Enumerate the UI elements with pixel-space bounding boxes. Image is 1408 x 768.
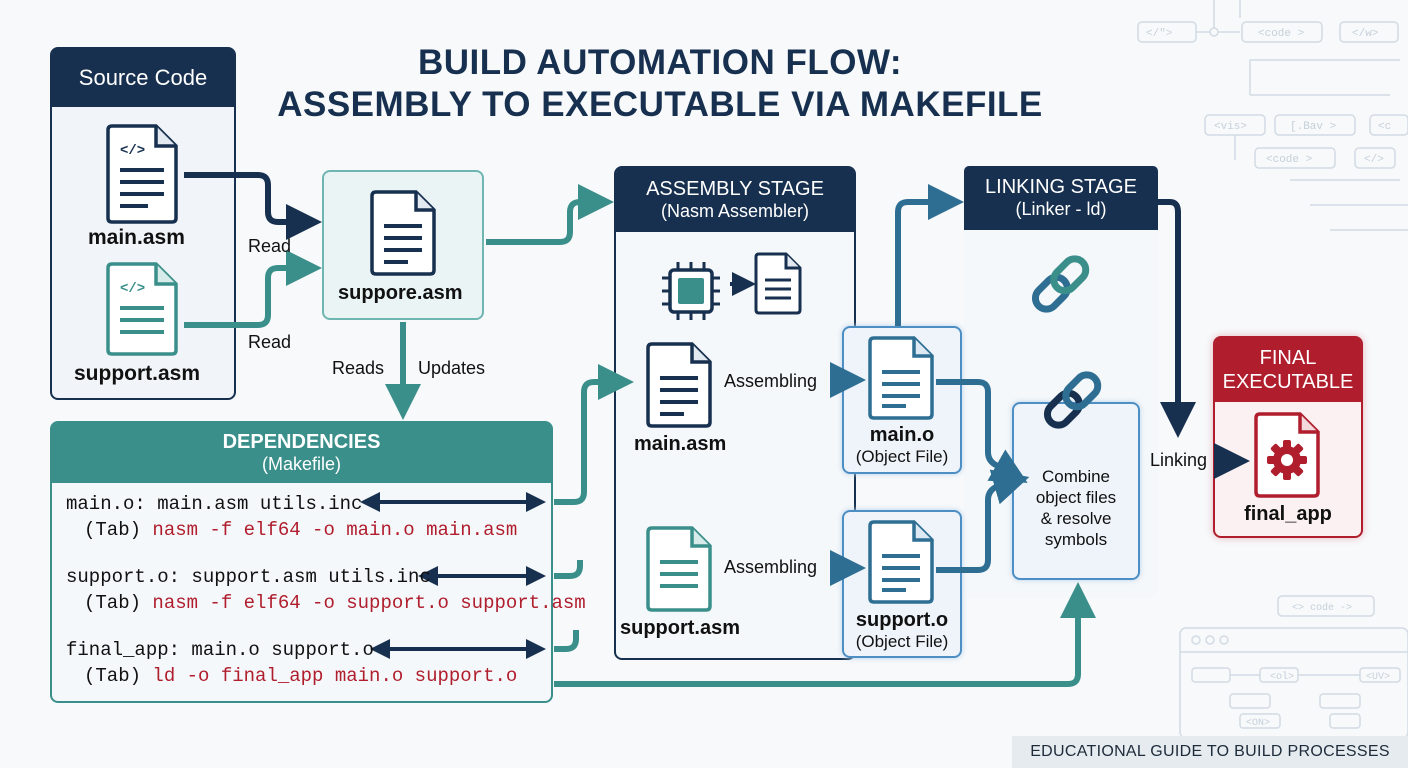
main-o-label: main.o	[869, 424, 935, 446]
main-o-file-icon	[868, 336, 934, 420]
rule-command-main: (Tab) nasm -f elf64 -o main.o main.asm	[84, 519, 517, 541]
combine-line: symbols	[1044, 530, 1108, 549]
rule-tab-marker: (Tab)	[84, 519, 142, 541]
support-asm-stage-icon	[646, 526, 712, 612]
linking-stage-subtitle: (Linker - ld)	[1015, 199, 1107, 219]
rule-target-main: main.o: main.asm utils.inc	[66, 493, 363, 515]
decor-tag: <code >	[1266, 154, 1312, 166]
decor-tag: </w>	[1352, 28, 1378, 40]
dependencies-header: DEPENDENCIES (Makefile)	[52, 423, 551, 483]
decor-tag: <code >	[1258, 28, 1304, 40]
output-file-icon	[754, 252, 802, 315]
support-o-desc: (Object File)	[855, 632, 949, 651]
diagram-title: BUILD AUTOMATION FLOW: ASSEMBLY TO EXECU…	[250, 42, 1070, 126]
combine-line: Combine	[1041, 467, 1111, 486]
reads-label: Reads	[332, 358, 385, 378]
combine-box	[1012, 402, 1140, 580]
linking-stage-title: LINKING STAGE	[985, 176, 1137, 198]
background-code-pattern: </"> <code > </w> <vis> [.Bav > <c <code…	[1137, 0, 1408, 231]
support-o-label: support.o	[855, 609, 949, 631]
svg-text:</>: </>	[120, 143, 145, 159]
background-window-pattern: <> code -> <ol> <UV> <ON>	[1179, 595, 1408, 739]
chain-link-icon	[1043, 371, 1102, 429]
support-asm-source-icon: </>	[106, 262, 178, 356]
assembly-support-asm-label: support.asm	[620, 617, 741, 639]
dep-to-support-asm-arrow	[554, 560, 583, 579]
chip-icon	[662, 262, 720, 320]
decor-tag: <ol>	[1270, 671, 1294, 683]
support-o-file-icon	[868, 520, 934, 604]
assembly-main-asm-label: main.asm	[634, 433, 727, 455]
center-file-label: suppore.asm	[338, 282, 463, 304]
dependencies-subtitle: (Makefile)	[261, 454, 341, 474]
read-arrow-support	[184, 250, 322, 328]
source-code-header: Source Code	[52, 49, 234, 107]
linking-stage-header: LINKING STAGE (Linker - ld)	[964, 166, 1158, 230]
rule-command-support: (Tab) nasm -f elf64 -o support.o support…	[84, 592, 586, 614]
executable-gear-icon	[1254, 412, 1320, 498]
final-executable-header: FINAL EXECUTABLE	[1215, 338, 1361, 402]
decor-tag: [.Bav >	[1290, 121, 1336, 133]
read-label-1: Read	[248, 236, 292, 256]
decor-tag: <vis>	[1214, 121, 1247, 133]
decor-tag: <> code ->	[1292, 602, 1352, 614]
assembly-stage-header: ASSEMBLY STAGE (Nasm Assembler)	[616, 168, 854, 232]
svg-text:</>: </>	[120, 281, 145, 297]
chain-link-icon	[1031, 255, 1090, 313]
final-app-label: final_app	[1244, 503, 1332, 525]
linking-down-arrow	[1158, 199, 1196, 438]
final-title-line-2: EXECUTABLE	[1222, 371, 1354, 393]
updates-label: Updates	[418, 358, 486, 378]
title-line-1: BUILD AUTOMATION FLOW:	[417, 43, 903, 82]
rule-command-final: (Tab) ld -o final_app main.o support.o	[84, 665, 517, 687]
final-title-line-1: FINAL	[1259, 347, 1317, 369]
decor-tag: <ON>	[1246, 718, 1270, 729]
combine-line: & resolve	[1040, 509, 1112, 528]
title-line-2: ASSEMBLY TO EXECUTABLE VIA MAKEFILE	[277, 85, 1043, 124]
rule-command-text: nasm -f elf64 -o support.o support.asm	[152, 592, 586, 614]
decor-tag: <UV>	[1366, 672, 1390, 683]
assembly-stage-subtitle: (Nasm Assembler)	[660, 201, 810, 221]
support-o-to-combine-arrow	[936, 469, 1030, 573]
main-asm-stage-icon	[646, 342, 712, 428]
assembly-stage-title: ASSEMBLY STAGE	[646, 178, 824, 200]
main-o-to-combine-arrow	[936, 379, 1028, 483]
source-main-asm-label: main.asm	[88, 226, 185, 249]
dep-to-main-asm-arrow	[554, 364, 634, 505]
center-to-assembly-arrow	[486, 184, 614, 245]
rule-tab-marker: (Tab)	[84, 665, 142, 687]
combine-line: object files	[1035, 488, 1117, 507]
source-support-asm-label: support.asm	[74, 362, 201, 385]
rule-tab-marker: (Tab)	[84, 592, 142, 614]
decor-tag: </">	[1146, 28, 1172, 40]
main-asm-source-icon: </>	[106, 124, 178, 224]
rule-command-text: nasm -f elf64 -o main.o main.asm	[152, 519, 518, 541]
footer-caption: EDUCATIONAL GUIDE TO BUILD PROCESSES	[1012, 736, 1408, 768]
combine-description: Combine object files & resolve symbols	[1012, 466, 1140, 550]
main-o-desc: (Object File)	[855, 447, 949, 466]
read-arrow-main	[184, 172, 322, 240]
dependencies-title: DEPENDENCIES	[222, 431, 381, 453]
rule-command-text: ld -o final_app main.o support.o	[152, 665, 518, 687]
center-file-icon	[370, 190, 436, 276]
decor-tag: </>	[1364, 154, 1384, 166]
rule-target-final: final_app: main.o support.o	[66, 639, 374, 661]
decor-tag: <c	[1378, 121, 1391, 133]
read-label-2: Read	[248, 332, 292, 352]
rule-target-support: support.o: support.asm utils.inc	[66, 566, 431, 588]
dep-to-final-arrow	[554, 630, 579, 652]
assembling-label-1: Assembling	[724, 371, 818, 391]
assembling-label-2: Assembling	[724, 557, 818, 577]
main-o-to-linking-arrow	[895, 184, 964, 326]
linking-label: Linking	[1150, 450, 1208, 470]
final-executable-panel[interactable]: FINAL EXECUTABLE	[1213, 336, 1363, 538]
dep-to-combine-arrow	[554, 582, 1096, 687]
